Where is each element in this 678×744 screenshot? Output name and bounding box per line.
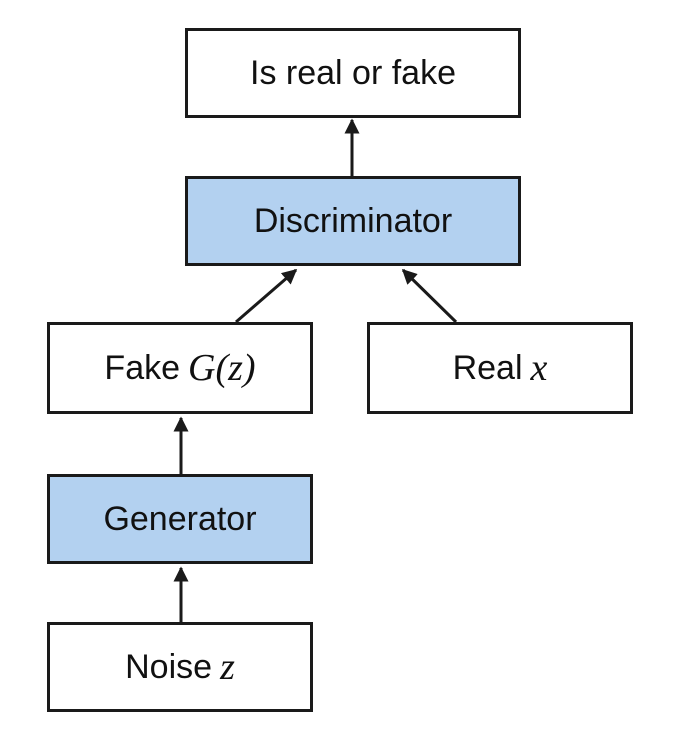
generator-label: Generator (103, 499, 257, 538)
output-node: Is real or fake (185, 28, 521, 118)
noise-math: z (220, 646, 235, 688)
noise-label: Noise (125, 647, 213, 686)
discriminator-label: Discriminator (253, 201, 453, 240)
discriminator-node: Discriminator (185, 176, 521, 266)
fake-node: Fake G(z) (47, 322, 313, 414)
fake-label: Fake (104, 348, 181, 387)
real-label: Real (452, 348, 523, 387)
output-label: Is real or fake (250, 53, 456, 92)
noise-node: Noise z (47, 622, 313, 712)
arrow-fake-to-discriminator (235, 268, 298, 324)
real-math: x (530, 347, 548, 389)
real-node: Real x (367, 322, 633, 414)
generator-node: Generator (47, 474, 313, 564)
arrow-real-to-discriminator (401, 268, 458, 324)
fake-math: G(z) (188, 347, 256, 389)
